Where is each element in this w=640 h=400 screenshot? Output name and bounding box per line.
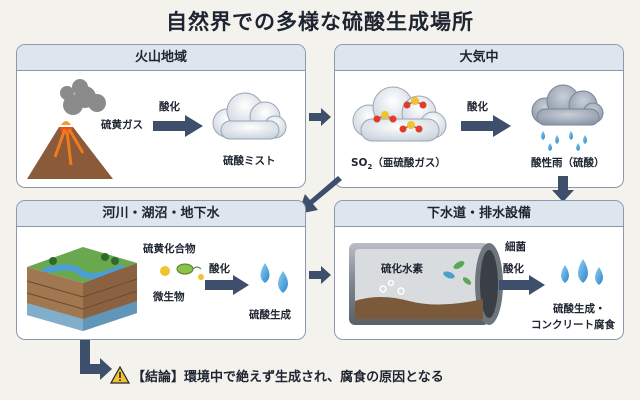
cloud-icon (212, 92, 287, 140)
sewer-panel-title: 下水道・排水設備 (335, 201, 623, 227)
sewer-panel: 下水道・排水設備 硫化水素 細菌 酸化 硫酸生成・ コンクリート腐食 (334, 200, 624, 340)
right-arrow-icon (461, 115, 511, 137)
sulfuric-acid-production-label: 硫酸生成 (249, 309, 291, 321)
rivers-panel-title: 河川・湖沼・地下水 (17, 201, 305, 227)
so2-cloud-icon (352, 86, 447, 142)
right-arrow-icon (309, 266, 331, 284)
atmosphere-panel-title: 大気中 (335, 45, 623, 71)
down-arrow-icon (552, 176, 574, 202)
atmosphere-panel: 大気中 SO2（亜硫酸ガス） 酸化 酸性雨（硫酸） (334, 44, 624, 188)
volcano-panel: 火山地域 硫黄ガス 酸化 硫酸ミスト (16, 44, 306, 188)
rivers-panel: 河川・湖沼・地下水 硫黄化合物 微生物 酸化 硫酸生成 (16, 200, 306, 340)
right-arrow-icon (309, 108, 331, 126)
warning-icon (109, 365, 131, 384)
sulfuric-mist-label: 硫酸ミスト (223, 155, 276, 167)
droplets-icon (561, 259, 603, 285)
volcano-icon (27, 79, 113, 179)
bent-arrow-icon (80, 340, 112, 380)
right-arrow-icon (153, 115, 203, 137)
microbe-icon (160, 263, 204, 280)
volcano-panel-title: 火山地域 (17, 45, 305, 71)
sulfuric-production-label: 硫酸生成・ (553, 303, 606, 315)
oxidation-label: 酸化 (467, 101, 488, 113)
hydrogen-sulfide-label: 硫化水素 (381, 263, 423, 275)
oxidation-label: 酸化 (209, 263, 230, 275)
right-arrow-icon (205, 275, 249, 295)
landscape-cross-section-icon (26, 247, 138, 331)
diagonal-arrow-icon (298, 176, 342, 214)
bacteria-label: 細菌 (505, 241, 526, 253)
so2-label: SO2（亜硫酸ガス） (351, 157, 446, 172)
conclusion-text: 【結論】環境中で絶えず生成され、腐食の原因となる (132, 370, 444, 385)
sulfur-compound-label: 硫黄化合物 (143, 243, 196, 255)
acid-rain-label: 酸性雨（硫酸） (531, 157, 605, 169)
sewer-pipe-icon (349, 243, 503, 325)
page-title: 自然界での多様な硫酸生成場所 (166, 10, 474, 34)
oxidation-label: 酸化 (159, 101, 180, 113)
microorganism-label: 微生物 (153, 291, 185, 303)
rain-cloud-icon (531, 84, 604, 151)
concrete-corrosion-label: コンクリート腐食 (531, 319, 615, 331)
right-arrow-icon (499, 275, 545, 295)
droplets-icon (260, 263, 288, 293)
sulfur-gas-label: 硫黄ガス (101, 119, 143, 131)
oxidation-label: 酸化 (503, 263, 524, 275)
